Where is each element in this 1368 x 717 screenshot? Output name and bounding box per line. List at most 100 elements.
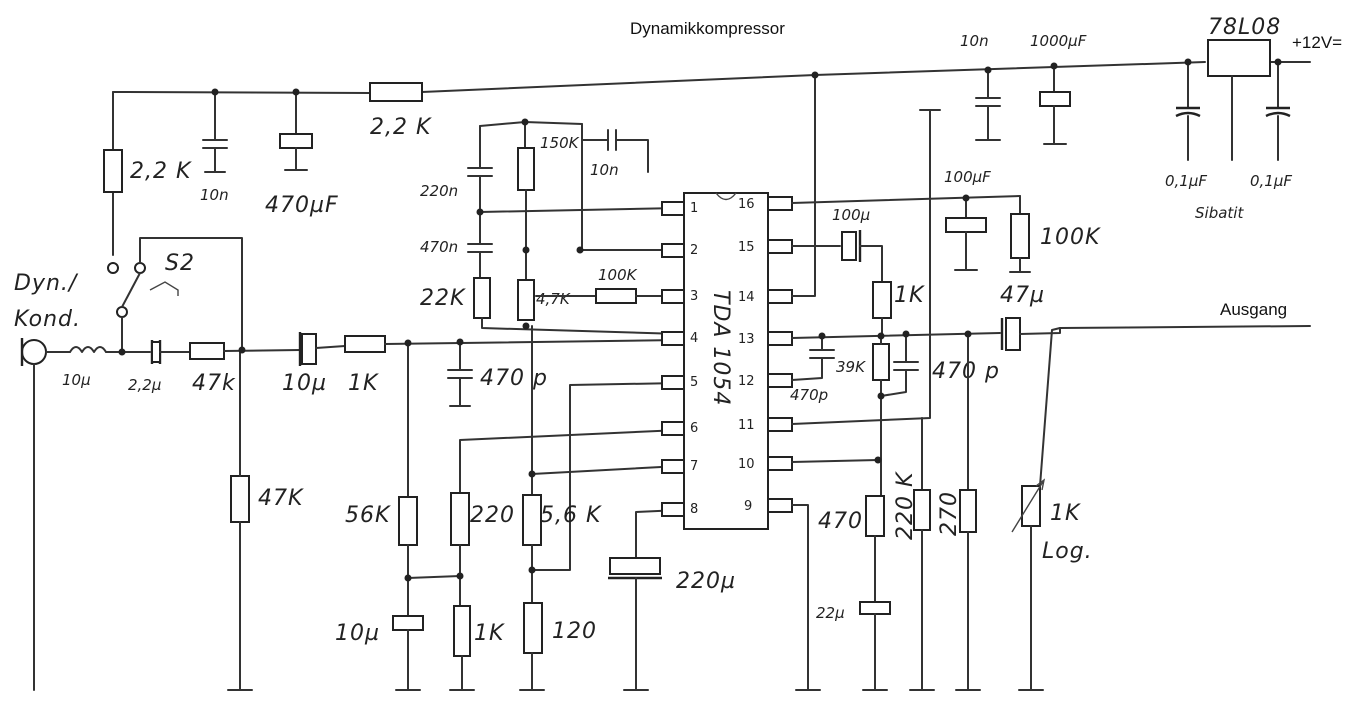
capacitor-10n-supply: 10n	[960, 32, 1001, 141]
wire-pin9	[791, 504, 821, 691]
pin-12-label: 12	[738, 374, 755, 389]
r-100k-right-label: 100K	[1040, 225, 1101, 250]
resistor-2-2k-bias: 2,2 K	[103, 149, 192, 193]
r-bias-label: 2,2 K	[130, 159, 192, 184]
cap-0-1a-label: 0,1µF	[1165, 172, 1207, 190]
capacitor-470p-pin12: 470p	[790, 335, 835, 404]
wire-pin16	[791, 195, 1021, 204]
diagram-title: Dynamikkompressor	[630, 19, 785, 38]
c-220u-label: 220µ	[676, 569, 736, 594]
pot-1k-label: 1K	[1050, 501, 1081, 526]
pin-6-label: 6	[690, 421, 698, 436]
resistor-47k-shunt: 47K	[227, 349, 303, 691]
switch-label: S2	[165, 251, 195, 276]
sibatit-label: Sibatit	[1195, 204, 1244, 222]
resistor-39k: 39K	[836, 335, 890, 506]
pin-8-label: 8	[690, 502, 698, 517]
c-100uf-label: 100µF	[944, 168, 991, 186]
c-470p-right-label: 470 p	[932, 359, 1000, 384]
resistor-5-6k: 5,6 K	[522, 325, 681, 604]
capacitor-470p-input: 470 p	[447, 341, 548, 407]
input-label-line1: Dyn./	[14, 271, 79, 296]
supply-capacitor-0-1b: 0,1µF	[1250, 61, 1292, 190]
capacitor-470uf: 470µF	[265, 91, 338, 218]
pin-5-label: 5	[690, 375, 698, 390]
resistor-270: 270	[937, 333, 981, 691]
resistor-1k-right: 1K	[872, 281, 925, 337]
pin-4-label: 4	[690, 331, 698, 346]
resistor-1k-low: 1K	[449, 605, 505, 691]
r-100k-pin3-label: 100K	[598, 266, 638, 284]
r-4-7k-label: 4,7K	[536, 290, 571, 308]
capacitor-10n-mid: 10n	[581, 123, 681, 251]
junction-dots	[118, 58, 1282, 582]
capacitor-1000uf: 1000µF	[1030, 32, 1087, 145]
ic-name: TDA 1054	[708, 290, 733, 406]
c-220n-label: 220n	[420, 182, 458, 200]
c-470p-in-label: 470 p	[480, 366, 548, 391]
wire-pin10	[791, 459, 879, 463]
resistor-2-2k-top: 2,2 K	[369, 82, 431, 140]
capacitor-220u: 220µ	[608, 509, 736, 691]
capacitor-10u-low: 10µ	[335, 577, 424, 691]
resistor-150k: 150K	[517, 121, 580, 281]
c-10u-low-label: 10µ	[335, 621, 380, 646]
resistor-470: 470	[818, 495, 885, 603]
capacitor-220n: 220n	[420, 121, 583, 213]
c-2-2u-label: 2,2µ	[128, 376, 161, 394]
wire-pin1	[479, 207, 681, 213]
c-10u-in-label: 10µ	[282, 371, 327, 396]
r-220-label: 220	[470, 503, 515, 528]
r-120-label: 120	[552, 619, 597, 644]
capacitor-47u: 47µ	[1000, 283, 1311, 351]
r-47k-series-label: 47k	[192, 371, 236, 396]
capacitor-470n: 470n	[420, 211, 493, 279]
r-150k-label: 150K	[540, 134, 580, 152]
capacitor-10n-top: 10n	[200, 91, 229, 204]
microphone-input: Dyn./ Kond.	[14, 271, 81, 691]
resistor-47k-series: 47k	[189, 342, 301, 396]
capacitor-100uf: 100µF	[944, 168, 991, 271]
pin-2-label: 2	[690, 243, 698, 258]
ic-pins-right: 16 15 14 13 12 11 10 9	[738, 196, 793, 514]
regulator-78l08: 78L08	[1207, 15, 1281, 161]
regulator-label: 78L08	[1208, 15, 1281, 40]
r-39k-label: 39K	[836, 358, 866, 376]
cap-10n-supply-label: 10n	[960, 32, 989, 50]
pin-14-label: 14	[738, 290, 755, 305]
c-47u-label: 47µ	[1000, 283, 1045, 308]
resistor-100k-right: 100K	[1009, 195, 1101, 273]
pin-16-label: 16	[738, 197, 755, 212]
r-220k-label: 220 K	[893, 471, 918, 540]
r-5-6k-label: 5,6 K	[540, 503, 602, 528]
c-470n-label: 470n	[420, 238, 458, 256]
potentiometer-1k-log: 1K Log.	[1011, 327, 1093, 691]
pin-9-label: 9	[744, 499, 752, 514]
capacitor-2-2u: 2,2µ	[128, 340, 191, 394]
r-270-label: 270	[937, 491, 962, 536]
resistor-56k: 56K	[345, 342, 461, 579]
cap-0-1b-label: 0,1µF	[1250, 172, 1292, 190]
c-100u-label: 100µ	[832, 206, 870, 224]
capacitor-10u-input: 10µ	[282, 332, 346, 396]
r-1k-low-label: 1K	[474, 621, 505, 646]
resistor-220k: 220 K	[893, 417, 935, 691]
r-1k-in-label: 1K	[348, 371, 379, 396]
pin-15-label: 15	[738, 240, 755, 255]
switch-s2: S2	[107, 237, 243, 353]
pin-11-label: 11	[738, 418, 755, 433]
input-label-line2: Kond.	[14, 307, 81, 332]
r-56k-label: 56K	[345, 503, 391, 528]
capacitor-22u: 22µ	[816, 601, 891, 691]
inductor-10u: 10µ	[62, 346, 151, 389]
supply-label: +12V=	[1292, 33, 1342, 52]
resistor-120: 120	[519, 602, 597, 691]
c-22u-label: 22µ	[816, 604, 845, 622]
c-470p-pin12-label: 470p	[790, 386, 828, 404]
pot-log-label: Log.	[1042, 539, 1093, 564]
wire-pin14	[791, 74, 816, 297]
r-1k-right-label: 1K	[894, 283, 925, 308]
cap-10n-top-label: 10n	[200, 186, 229, 204]
cap-1000uf-label: 1000µF	[1030, 32, 1087, 50]
